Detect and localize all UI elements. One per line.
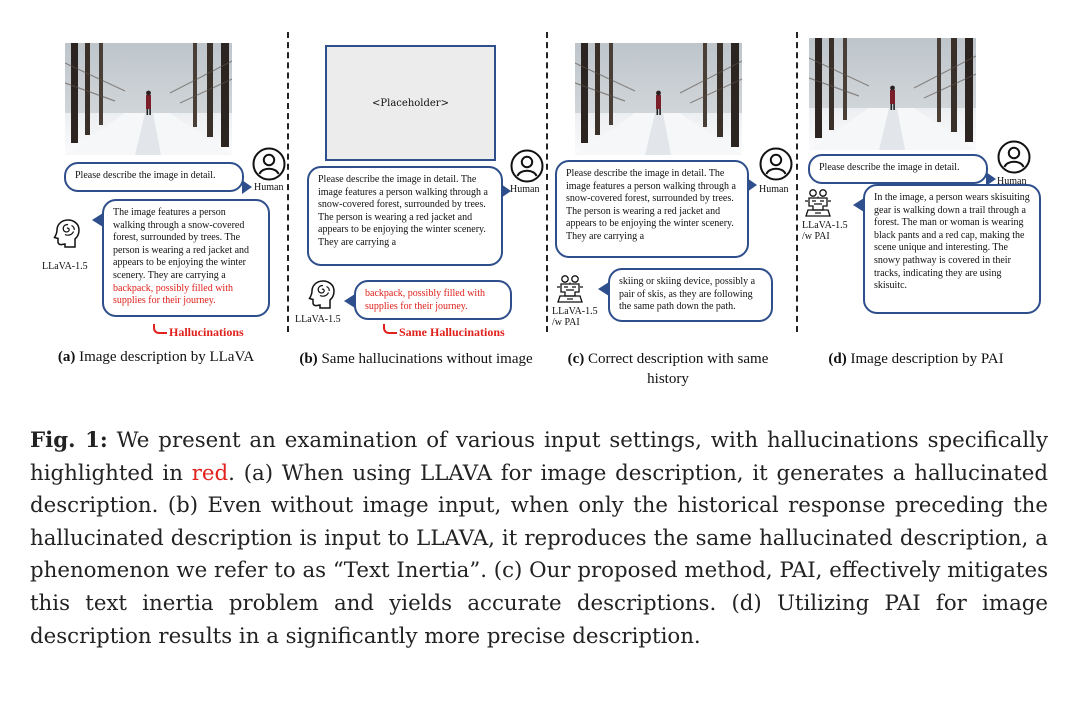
forest-photo [65, 43, 232, 155]
model-label-name: LLaVA-1.5 [802, 220, 848, 231]
panel-b: <Placeholder> Please describe the image … [290, 0, 545, 400]
robot-icon [804, 187, 832, 217]
hallucination-note-label: Same Hallucinations [399, 325, 505, 339]
forest-photo [575, 43, 742, 155]
divider [546, 32, 548, 332]
brain-head-icon [53, 218, 81, 248]
caption-tag: (a) [57, 349, 76, 365]
divider [287, 32, 289, 332]
figure-label: Fig. 1: [30, 428, 108, 453]
forest-photo [809, 38, 976, 150]
panel-a: Please describe the image in detail. Hum… [0, 0, 290, 400]
model-label: LLaVA-1.5 [295, 314, 341, 325]
panel-c: Please describe the image in detail. The… [548, 0, 798, 400]
image-placeholder: <Placeholder> [325, 45, 496, 161]
model-label-suffix: /w PAI [552, 317, 580, 328]
model-label-suffix: /w PAI [802, 231, 830, 242]
human-label: Human [997, 176, 1027, 187]
response-bubble: backpack, possibly filled with supplies … [344, 280, 512, 320]
model-label: LLaVA-1.5 [42, 261, 88, 272]
hallucination-note-label: Hallucinations [169, 325, 244, 339]
caption-tag: (d) [828, 351, 847, 367]
prompt-bubble: Please describe the image in detail. The… [307, 166, 511, 266]
caption-c: (c) Correct description with same histor… [548, 349, 788, 389]
caption-tag: (b) [299, 351, 318, 367]
prompt-bubble: Please describe the image in detail. [64, 162, 252, 194]
human-label: Human [254, 182, 284, 193]
caption-red-word: red [191, 460, 229, 486]
caption-b: (b) Same hallucinations without image [296, 349, 536, 369]
caption-part-2: . (a) When using LLAVA for image descrip… [30, 460, 1048, 649]
panel-d: Please describe the image in detail. Hum… [798, 0, 1080, 400]
model-label-name: LLaVA-1.5 [552, 306, 598, 317]
human-label: Human [759, 184, 789, 195]
model-label: LLaVA-1.5 /w PAI [802, 220, 848, 242]
human-icon [510, 149, 544, 183]
caption-text: Image description by PAI [850, 351, 1004, 367]
prompt-bubble: Please describe the image in detail. [808, 154, 996, 186]
response-bubble: In the image, a person wears skisuiting … [853, 184, 1041, 314]
figure-caption: Fig. 1: We present an examination of var… [30, 425, 1048, 653]
caption-text: Image description by LLaVA [79, 349, 255, 365]
caption-text: Same hallucinations without image [321, 351, 533, 367]
caption-part-1: We present an examination of various inp… [30, 428, 1048, 486]
human-icon [997, 140, 1031, 174]
caption-tag: (c) [567, 351, 585, 367]
response-bubble: The image features a person walking thro… [92, 199, 270, 317]
hallucinated-text: backpack, possibly filled with supplies … [113, 282, 233, 307]
caption-a: (a) Image description by LLaVA [36, 347, 276, 367]
human-icon [252, 147, 286, 181]
hallucination-note: Same Hallucinations [383, 324, 505, 340]
divider [796, 32, 798, 332]
model-label: LLaVA-1.5 /w PAI [552, 306, 598, 328]
response-text: The image features a person walking thro… [113, 207, 250, 281]
human-label: Human [510, 184, 540, 195]
robot-icon [556, 273, 584, 303]
caption-d: (d) Image description by PAI [798, 349, 1034, 369]
prompt-bubble: Please describe the image in detail. The… [555, 160, 757, 258]
hallucination-note: Hallucinations [153, 324, 244, 340]
brain-head-icon [308, 279, 336, 309]
caption-text: Correct description with same history [588, 351, 769, 387]
human-icon [759, 147, 793, 181]
response-bubble: skiing or skiing device, possibly a pair… [598, 268, 773, 322]
